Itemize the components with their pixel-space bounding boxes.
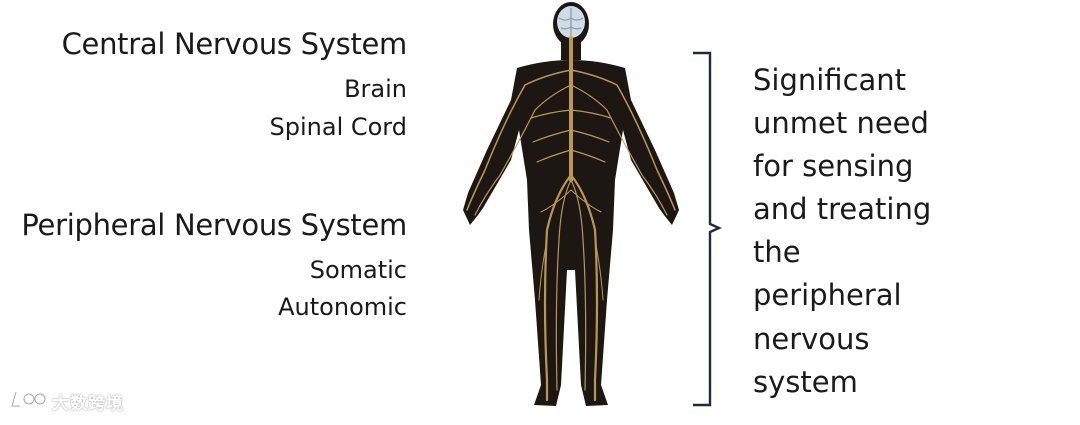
grouping-bracket [693,50,723,408]
cns-heading: Central Nervous System [61,27,408,61]
pns-heading: Peripheral Nervous System [21,208,407,242]
brand-logo-icon [8,386,48,416]
statement-line: Significant [753,63,907,97]
pns-item-somatic: Somatic [309,256,407,284]
watermark: 大数跨境 [8,386,124,416]
statement-line: the [753,235,801,270]
human-nervous-system-figure [455,0,690,421]
unmet-need-statement: Significant unmet need for sensing and t… [753,59,983,404]
cns-item-brain: Brain [344,75,407,103]
statement-line: for sensing [753,149,914,184]
watermark-text: 大数跨境 [52,393,124,414]
statement-line: system [753,364,858,399]
statement-line: unmet need [753,106,929,141]
cns-item-spinal-cord: Spinal Cord [269,113,407,141]
statement-line: and treating [753,192,932,227]
pns-item-autonomic: Autonomic [278,293,407,321]
statement-line: nervous [753,321,870,356]
statement-line: peripheral [753,278,902,313]
